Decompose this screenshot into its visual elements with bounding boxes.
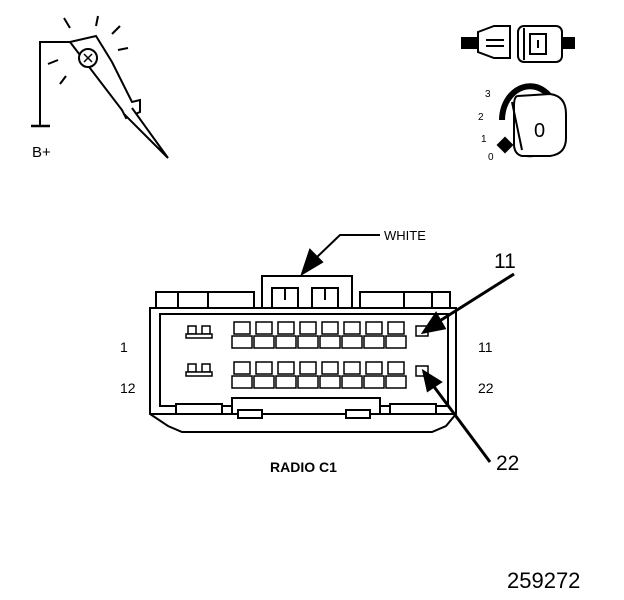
wire-color-label: WHITE — [384, 228, 426, 243]
ignition-key-position: 0 — [534, 120, 545, 142]
ignition-position-0: 0 — [488, 152, 494, 163]
ignition-position-3: 3 — [485, 89, 491, 100]
pin-label-22: 22 — [478, 380, 494, 396]
pin-label-1: 1 — [120, 339, 128, 355]
ignition-key-icon — [496, 83, 567, 158]
ignition-position-2: 2 — [478, 112, 484, 123]
pin-label-11: 11 — [478, 339, 493, 355]
connector-name-label: RADIO C1 — [270, 459, 337, 475]
pin-label-12: 12 — [120, 380, 136, 396]
callout-arrow-11 — [420, 272, 515, 335]
battery-label: B+ — [32, 144, 51, 161]
connector-body — [149, 275, 457, 433]
cavity-row-top — [185, 321, 429, 349]
test-light-probe-icon — [31, 15, 169, 159]
wire-color-leader — [300, 234, 380, 277]
cavity-row-bottom — [185, 361, 429, 389]
disconnected-connector-icon — [461, 25, 575, 63]
callout-label-22: 22 — [496, 452, 519, 475]
figure-number: 259272 — [507, 568, 580, 593]
callout-arrow-22 — [421, 368, 492, 463]
callout-label-11: 11 — [494, 250, 516, 273]
ignition-position-1: 1 — [481, 134, 487, 145]
